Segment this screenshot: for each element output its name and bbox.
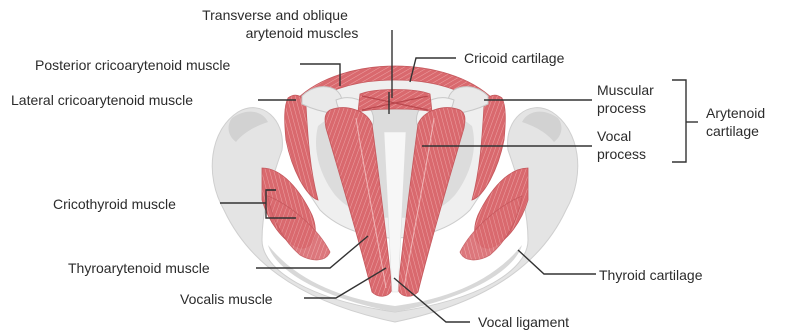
label-transverse-oblique-line1: Transverse and oblique	[168, 6, 382, 24]
label-arytenoid-line2: cartilage	[706, 122, 765, 140]
label-lateral-cricoarytenoid: Lateral cricoarytenoid muscle	[11, 91, 193, 109]
label-thyroid-cartilage: Thyroid cartilage	[599, 266, 703, 284]
arytenoid-bracket	[672, 80, 686, 162]
label-posterior-cricoarytenoid: Posterior cricoarytenoid muscle	[35, 56, 230, 74]
label-vocalis: Vocalis muscle	[180, 290, 273, 308]
label-cricothyroid: Cricothyroid muscle	[53, 195, 176, 213]
label-transverse-oblique-line2: arytenoid muscles	[168, 24, 382, 42]
label-muscular-process-line2: process	[597, 99, 654, 117]
label-vocal-ligament: Vocal ligament	[478, 313, 569, 331]
transverse-arytenoid-shape	[358, 90, 432, 113]
label-arytenoid-line1: Arytenoid	[706, 104, 765, 122]
label-transverse-oblique: Transverse and oblique arytenoid muscles	[168, 6, 382, 42]
label-vocal-process: Vocal process	[597, 127, 646, 163]
label-muscular-process-line1: Muscular	[597, 81, 654, 99]
label-thyroarytenoid: Thyroarytenoid muscle	[68, 259, 210, 277]
label-muscular-process: Muscular process	[597, 81, 654, 117]
label-arytenoid-cartilage: Arytenoid cartilage	[706, 104, 765, 140]
label-vocal-process-line2: process	[597, 145, 646, 163]
label-cricoid-cartilage: Cricoid cartilage	[464, 49, 564, 67]
label-vocal-process-line1: Vocal	[597, 127, 646, 145]
